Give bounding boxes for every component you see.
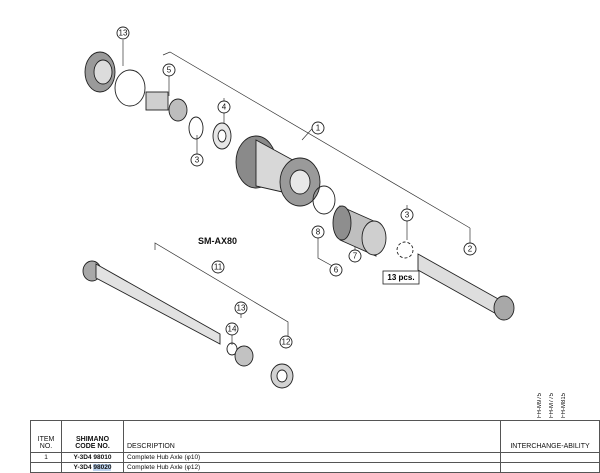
svg-text:1: 1: [316, 124, 321, 133]
end-nut-part: [270, 363, 294, 389]
row-interchangeability: [500, 452, 600, 463]
seal-ring-part: [312, 185, 336, 215]
cone-part: [145, 91, 188, 122]
callout-3-right: 3: [400, 208, 414, 222]
svg-text:3: 3: [195, 156, 200, 165]
callout-12: 12: [279, 335, 293, 349]
svg-text:8: 8: [316, 228, 321, 237]
callout-8: 8: [311, 225, 325, 239]
seal-part: [188, 116, 204, 140]
row-interchangeability: [500, 462, 600, 473]
header-description: DESCRIPTION: [123, 420, 501, 453]
callout-13: 13: [116, 26, 130, 40]
freehub-body-part: [332, 205, 387, 257]
exploded-hub-diagram: SM-AX80 13 5 4 3 1 3 2 8 7 6 11 13 14 12…: [82, 26, 515, 389]
row-code-no: Y-3D4 98020: [61, 462, 124, 473]
callout-5: 5: [162, 63, 176, 77]
svg-text:2: 2: [468, 245, 473, 254]
table-header-row: ITEM NO. SHIMANO CODE NO. DESCRIPTION FH…: [30, 393, 600, 453]
adapter-part: [234, 345, 254, 367]
header-code-no: SHIMANO CODE NO.: [61, 420, 124, 453]
callout-11: 11: [211, 260, 225, 274]
row-item-no: 1: [30, 452, 62, 463]
callout-13-lower: 13: [234, 301, 248, 315]
svg-text:5: 5: [167, 66, 172, 75]
svg-text:12: 12: [282, 338, 291, 347]
table-row: Y-3D4 98020 Complete Hub Axle (φ12): [30, 462, 600, 473]
model-column: FH-M815: [561, 393, 567, 419]
callout-14: 14: [225, 322, 239, 336]
row-description: Complete Hub Axle (φ12): [123, 462, 501, 473]
svg-text:13 pcs.: 13 pcs.: [387, 273, 414, 282]
spacer-ring-part: [114, 69, 146, 107]
interchangeability-label: INTERCHANGE-ABILITY: [510, 443, 590, 450]
row-code-no: Y-3D4 98010: [61, 452, 124, 463]
quantity-label: 13 pcs.: [382, 270, 420, 285]
model-column: FH-M775: [549, 393, 555, 419]
model-column: FH-M975: [537, 393, 543, 419]
svg-text:13: 13: [119, 29, 128, 38]
model-columns: FH-M975 FH-M775 FH-M815: [537, 393, 585, 418]
lockring-part: [84, 51, 116, 93]
callout-4: 4: [217, 100, 231, 114]
hub-body-part: [235, 135, 321, 207]
highlighted-code[interactable]: 98020: [93, 464, 112, 471]
washers-part: [396, 241, 414, 259]
svg-text:13: 13: [237, 304, 246, 313]
svg-text:3: 3: [405, 211, 410, 220]
callout-6: 6: [329, 263, 343, 277]
svg-text:11: 11: [214, 263, 223, 272]
header-item-no: ITEM NO.: [30, 420, 62, 453]
svg-text:7: 7: [353, 252, 358, 261]
callout-2: 2: [463, 242, 477, 256]
callout-7: 7: [348, 249, 362, 263]
header-interchangeability: FH-M975 FH-M775 FH-M815 INTERCHANGE-ABIL…: [500, 393, 600, 453]
svg-text:14: 14: [228, 325, 237, 334]
svg-text:6: 6: [334, 266, 339, 275]
svg-text:4: 4: [222, 103, 227, 112]
row-item-no: [30, 462, 62, 473]
axle-part: [417, 253, 515, 321]
model-label: SM-AX80: [198, 236, 237, 246]
thru-axle-part: [82, 260, 221, 345]
table-row: 1 Y-3D4 98010 Complete Hub Axle (φ10): [30, 452, 600, 463]
bearing-part: [212, 122, 232, 150]
callout-1: 1: [311, 121, 325, 135]
parts-table: ITEM NO. SHIMANO CODE NO. DESCRIPTION FH…: [30, 393, 600, 473]
callout-3-left: 3: [190, 153, 204, 167]
row-description: Complete Hub Axle (φ10): [123, 452, 501, 463]
